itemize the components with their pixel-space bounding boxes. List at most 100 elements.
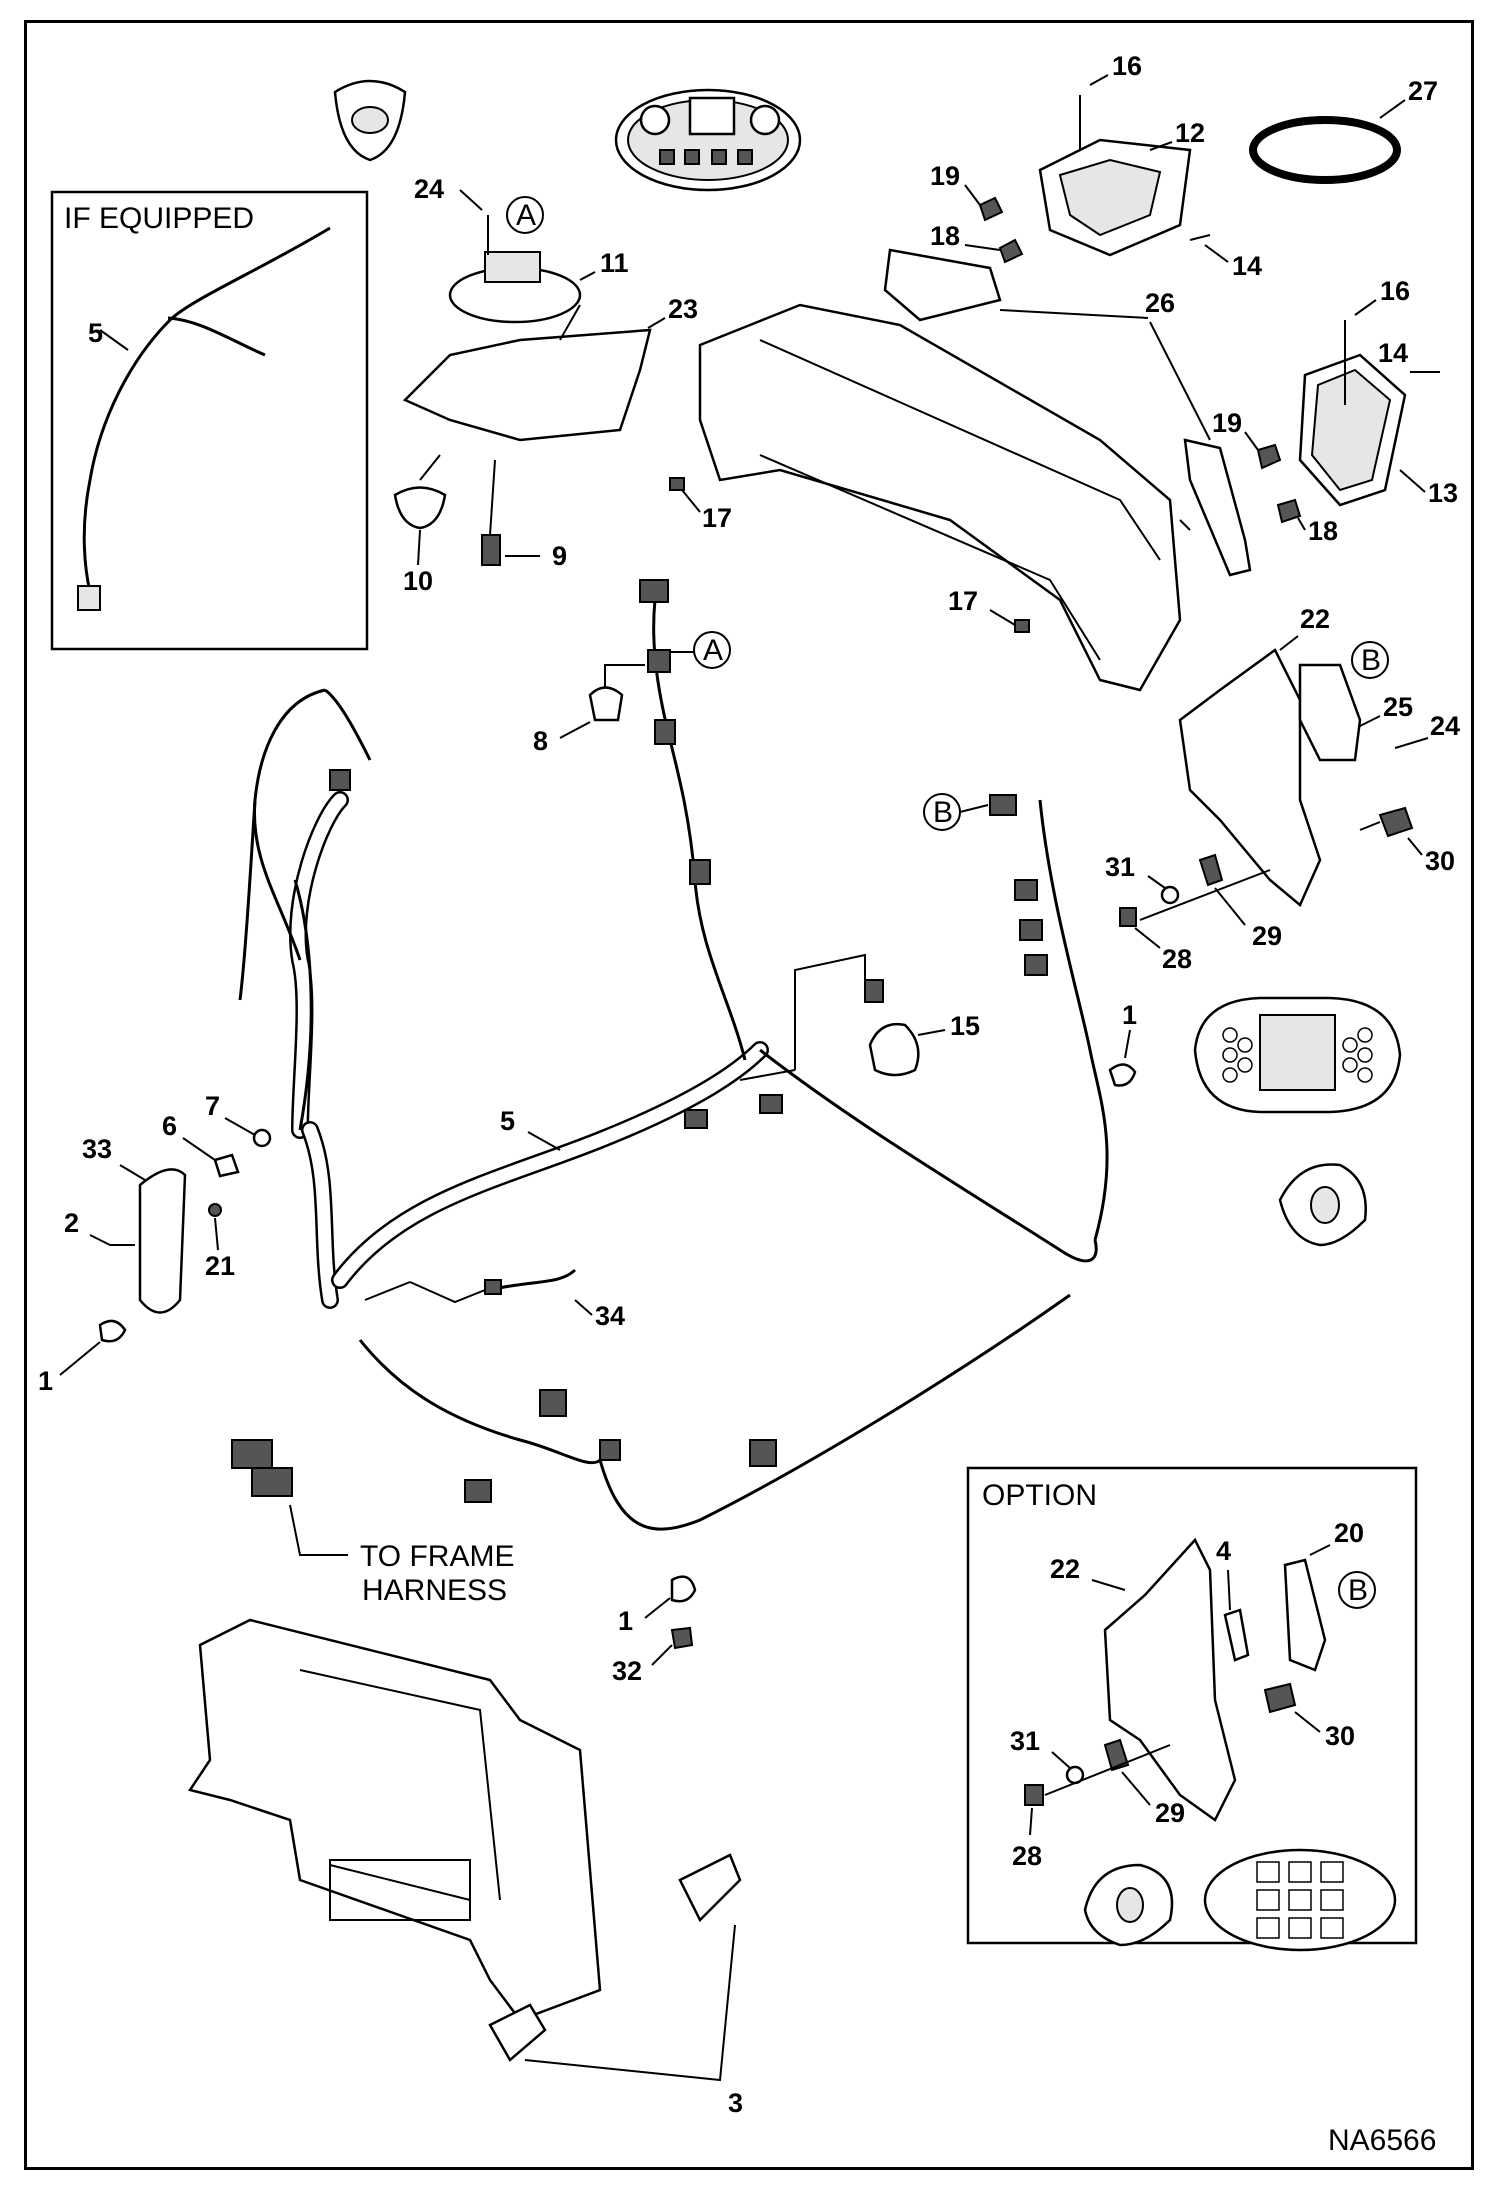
part-25 [1298,663,1362,762]
part-33 [138,1168,187,1314]
label-17-a: 17 [702,503,732,533]
part-1-left [98,1319,127,1343]
optional-wire-branch [167,316,266,357]
diagram-frame [24,20,1474,2170]
label-19-b: 19 [1212,408,1242,438]
label-22-a: 22 [1300,604,1330,634]
label-17-b: 17 [948,586,978,616]
deluxe-display-buttons [1222,1027,1373,1083]
label-29-a: 29 [1252,921,1282,951]
optional-wire-connector [77,585,101,611]
label-30-a: 30 [1425,846,1455,876]
label-4: 4 [1216,1536,1231,1566]
callout-a-harness: A [703,634,723,667]
floor-panel [187,1618,602,2022]
part-1-right [1108,1063,1137,1087]
label-10: 10 [403,566,433,596]
label-12: 12 [1175,118,1205,148]
part-30-b [1263,1682,1297,1714]
label-3: 3 [728,2088,743,2118]
label-19-a: 19 [930,161,960,191]
option-title: OPTION [982,1479,1097,1512]
if-equipped-title: IF EQUIPPED [64,202,254,235]
label-16-a: 16 [1112,51,1142,81]
label-22-b: 22 [1050,1554,1080,1584]
label-30-b: 30 [1325,1721,1355,1751]
label-13: 13 [1428,478,1458,508]
part-17-b [1014,619,1030,633]
label-23: 23 [668,294,698,324]
dash-cover [698,303,1182,692]
to-frame-harness-line2: HARNESS [362,1574,507,1607]
label-9: 9 [552,541,567,571]
label-25: 25 [1383,692,1413,722]
callout-b-option: B [1348,1574,1368,1607]
label-15: 15 [950,1011,980,1041]
option-control-tower [1103,1537,1237,1822]
optional-wire [82,226,331,593]
panel-23 [402,328,652,442]
harness-connectors [231,579,1048,1503]
label-24-a: 24 [414,174,444,204]
callout-b-harness: B [933,796,953,829]
part-21 [208,1203,222,1217]
label-29-b: 29 [1155,1798,1185,1828]
to-frame-harness-line1: TO FRAME [360,1540,514,1573]
part-4 [1223,1608,1250,1662]
part-6 [213,1153,240,1178]
part-3-a [678,1853,742,1923]
part-10 [393,486,447,530]
label-26: 26 [1145,288,1175,318]
part-32 [670,1626,694,1650]
callout-a-top: A [516,199,536,232]
part-28-b [1024,1784,1044,1806]
label-32: 32 [612,1656,642,1686]
if-equipped-box [50,190,369,651]
label-2: 2 [64,1208,79,1238]
label-18-b: 18 [1308,516,1338,546]
part-19-b [1256,443,1282,470]
label-14-a: 14 [1232,251,1262,281]
option-keypad-buttons [1256,1861,1344,1939]
part-27-coil [1249,116,1401,184]
label-20: 20 [1334,1518,1364,1548]
label-7: 7 [205,1091,220,1121]
label-34: 34 [595,1301,625,1331]
label-8: 8 [533,726,548,756]
option-box [966,1466,1418,1945]
label-6: 6 [162,1111,177,1141]
label-24-b: 24 [1430,711,1460,741]
label-31-a: 31 [1105,852,1135,882]
cluster-display [688,96,736,136]
label-5-top: 5 [88,318,103,348]
label-5-main: 5 [500,1106,515,1136]
part-1-center [670,1575,697,1603]
label-33: 33 [82,1134,112,1164]
part-17-a [669,477,685,491]
label-31-b: 31 [1010,1726,1040,1756]
label-28-b: 28 [1012,1841,1042,1871]
part-31-a [1160,885,1180,905]
part-7 [252,1128,272,1148]
main-harness [238,599,1109,1531]
part-15-horn [868,1022,920,1077]
label-16-b: 16 [1380,276,1410,306]
part-29-b [1103,1738,1130,1772]
part-30-a [1378,806,1414,838]
part-34 [484,1279,502,1295]
part-18-a [998,238,1024,264]
label-28-a: 28 [1162,944,1192,974]
part-8 [588,686,624,722]
part-28-a [1119,907,1137,927]
label-1-center: 1 [618,1606,633,1636]
part-3-b [488,2003,547,2062]
label-21: 21 [205,1251,235,1281]
drawing-reference-code: NA6566 [1328,2124,1436,2157]
label-27: 27 [1408,76,1438,106]
gasket-26-a [883,248,1002,322]
callout-b-right: B [1361,644,1381,677]
part-19-a [978,196,1004,222]
label-11: 11 [600,248,629,278]
part-20 [1283,1558,1327,1672]
